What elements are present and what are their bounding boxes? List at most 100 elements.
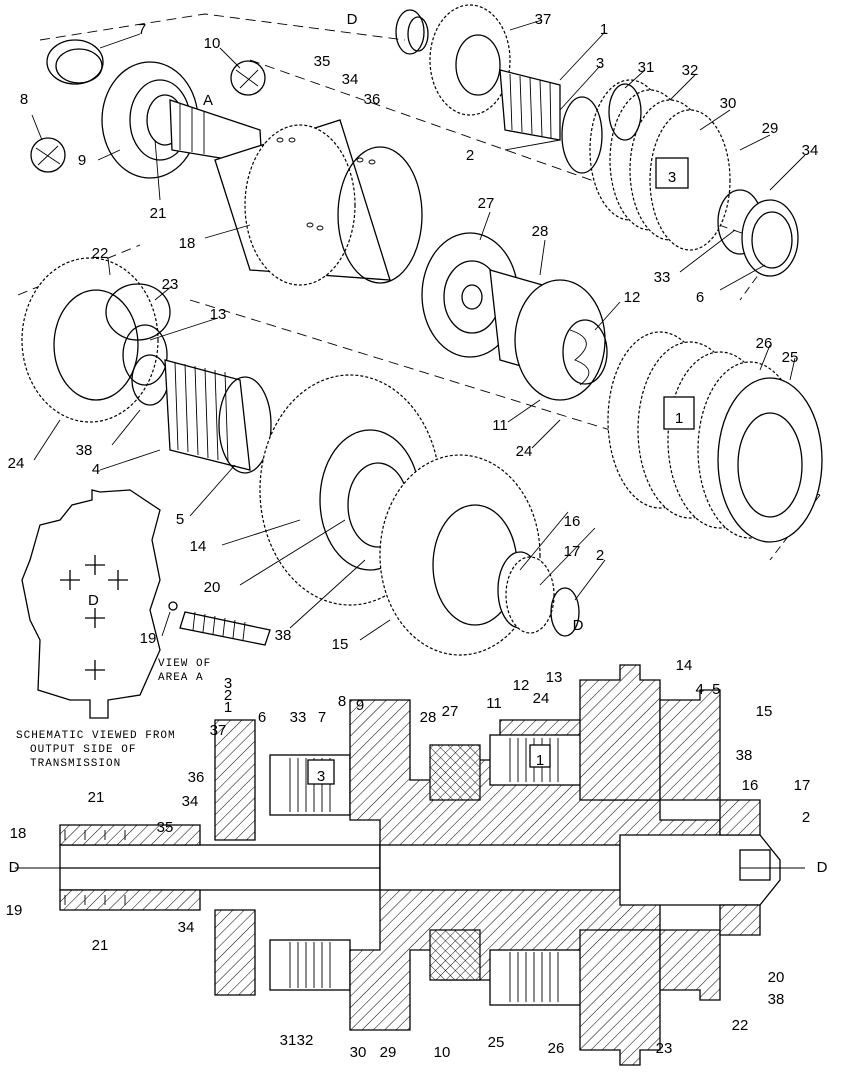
exploded-label: 22 (92, 245, 109, 262)
spring-12 (562, 319, 608, 385)
exploded-label: 33 (654, 269, 671, 286)
section-label: 21 (88, 789, 105, 806)
section-label: 24 (533, 690, 550, 707)
box-marker-3 (655, 157, 689, 189)
exploded-label: 23 (162, 276, 179, 293)
exploded-label: 10 (204, 35, 221, 52)
schematic-caption-line-2: OUTPUT SIDE OF (30, 744, 136, 756)
section-label: 22 (732, 1017, 749, 1034)
exploded-label: 14 (190, 538, 207, 555)
section-label: 19 (6, 902, 23, 919)
exploded-label: 8 (20, 91, 28, 108)
exploded-label: D (347, 11, 358, 28)
exploded-label: 30 (720, 95, 737, 112)
schematic-label-d: D (88, 592, 99, 609)
section-label: 34 (178, 919, 195, 936)
section-label: 1 (224, 699, 232, 716)
section-label: 4–5 (695, 681, 720, 698)
section-label: 11 (486, 695, 502, 712)
section-label: 16 (742, 777, 759, 794)
section-label: 9 (356, 697, 364, 714)
exploded-view-upper (30, 4, 799, 401)
section-label: 21 (92, 937, 109, 954)
ring-23 (105, 283, 171, 341)
exploded-label: 15 (332, 636, 349, 653)
exploded-label: 11 (492, 417, 508, 434)
section-gear-37 (214, 719, 256, 841)
section-label: 12 (513, 677, 530, 694)
bearing-17 (505, 556, 555, 634)
exploded-view-lower (17, 244, 823, 656)
exploded-label: 3 (596, 55, 604, 72)
ring-13 (122, 324, 168, 386)
leader-lines (31, 19, 806, 641)
ring-35 (395, 9, 425, 55)
exploded-label: 27 (478, 195, 495, 212)
section-box-1-text: 1 (536, 752, 544, 769)
exploded-label: 37 (535, 11, 552, 28)
section-gear-15 (659, 689, 721, 801)
exploded-label: 19 (140, 630, 157, 647)
cross-section-view (15, 664, 805, 1066)
seal-6 (741, 199, 799, 277)
exploded-label: 20 (204, 579, 221, 596)
exploded-label: 2 (466, 147, 474, 164)
section-label: 33 (290, 709, 307, 726)
section-label: 18 (10, 825, 27, 842)
exploded-label: 34 (342, 71, 359, 88)
exploded-label: 2 (596, 547, 604, 564)
section-piston-28 (429, 744, 481, 801)
schematic-caption-line-1: SCHEMATIC VIEWED FROM (16, 730, 176, 742)
section-label: 23 (656, 1040, 673, 1057)
section-label: 38 (736, 747, 753, 764)
exploded-label: 32 (682, 62, 699, 79)
section-label: 20 (768, 969, 785, 986)
exploded-label: 4 (92, 461, 100, 478)
exploded-label: 24 (8, 455, 25, 472)
section-label: 2 (224, 687, 232, 704)
clutch-pack-1 (607, 331, 823, 543)
exploded-label: 38 (76, 442, 93, 459)
exploded-label: 31 (638, 59, 655, 76)
exploded-label: D (573, 617, 584, 634)
box-marker-1-text: 1 (675, 410, 683, 427)
exploded-label: 17 (564, 543, 581, 560)
exploded-label: 5 (176, 511, 184, 528)
section-label: 31 (280, 1032, 297, 1049)
area-caption-line-2: AREA A (158, 672, 204, 684)
exploded-label: 28 (532, 223, 549, 240)
exploded-label: 13 (210, 306, 227, 323)
exploded-label: 18 (179, 235, 196, 252)
exploded-label: 7 (138, 21, 146, 38)
exploded-label: A (203, 92, 213, 109)
ball-10 (230, 60, 266, 96)
section-label: 27 (442, 703, 459, 720)
schematic-caption-line-3: TRANSMISSION (30, 758, 121, 770)
section-label: D (9, 859, 20, 876)
exploded-label: 16 (564, 513, 581, 530)
section-gear-14 (579, 664, 661, 801)
section-label: D (817, 859, 828, 876)
box-marker-3-text: 3 (668, 169, 676, 186)
box-marker-1 (663, 396, 695, 430)
gear-37 (429, 4, 511, 116)
exploded-label: 25 (782, 349, 799, 366)
snap-ring-7 (46, 39, 104, 85)
exploded-label: 38 (275, 627, 292, 644)
gear-22 (21, 257, 159, 423)
section-label: 26 (548, 1040, 565, 1057)
section-label: 3 (224, 675, 232, 692)
section-label: 34 (182, 793, 199, 810)
upper-dashed-boundary (39, 13, 406, 41)
section-label: 38 (768, 991, 785, 1008)
section-label: 28 (420, 709, 437, 726)
section-label: 14 (676, 657, 693, 674)
snap-ring-2 (550, 587, 580, 637)
section-label: 8 (338, 693, 346, 710)
section-label: 13 (546, 669, 563, 686)
exploded-label: 1 (600, 21, 608, 38)
transmission-schematic (21, 489, 161, 719)
clutch-pack-3 (561, 79, 731, 251)
